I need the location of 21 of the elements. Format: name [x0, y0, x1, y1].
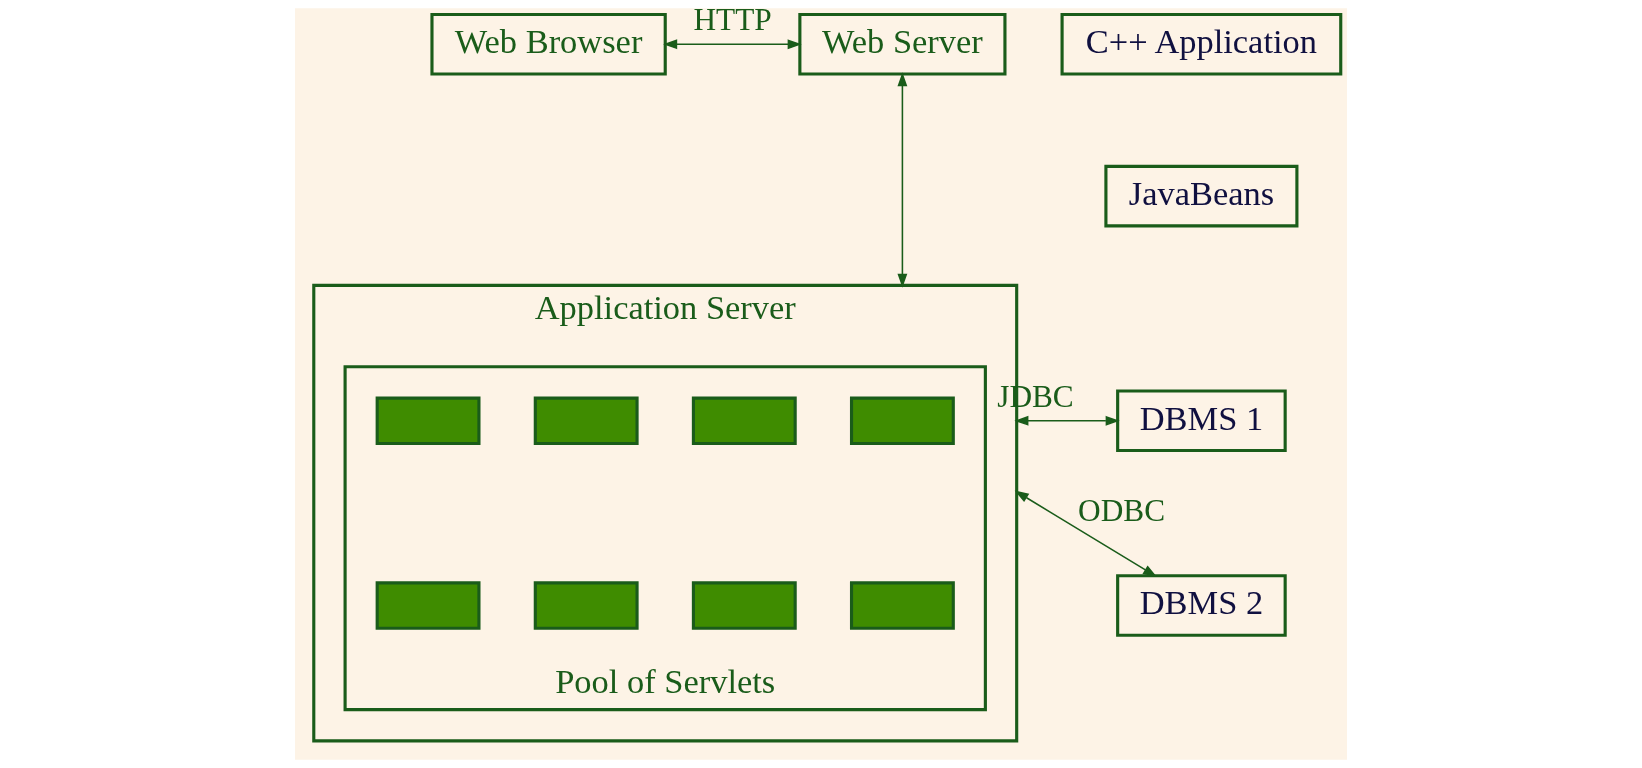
node-bar — [849, 396, 955, 446]
arrow — [1014, 415, 1120, 426]
node-bar — [849, 581, 955, 630]
arrow — [663, 39, 802, 50]
edge-label: ODBC — [1078, 492, 1166, 528]
node-box: Web Browser — [430, 13, 667, 76]
arrow — [897, 72, 908, 288]
cluster: Pool of Servlets — [343, 365, 987, 712]
node-bar — [533, 581, 639, 630]
node-bar — [691, 396, 797, 446]
node-bar — [691, 581, 797, 630]
node-bar — [375, 581, 481, 630]
node-box: C++ Application — [1060, 13, 1343, 76]
node-bar — [375, 396, 481, 446]
node-box: Web Server — [798, 13, 1007, 76]
node-bar — [533, 396, 639, 446]
edge-label: HTTP — [693, 2, 772, 38]
node-box: JavaBeans — [1104, 164, 1299, 228]
node-box: DBMS 1 — [1116, 389, 1287, 453]
node-box: DBMS 2 — [1116, 574, 1287, 637]
arrow — [1014, 490, 1158, 577]
